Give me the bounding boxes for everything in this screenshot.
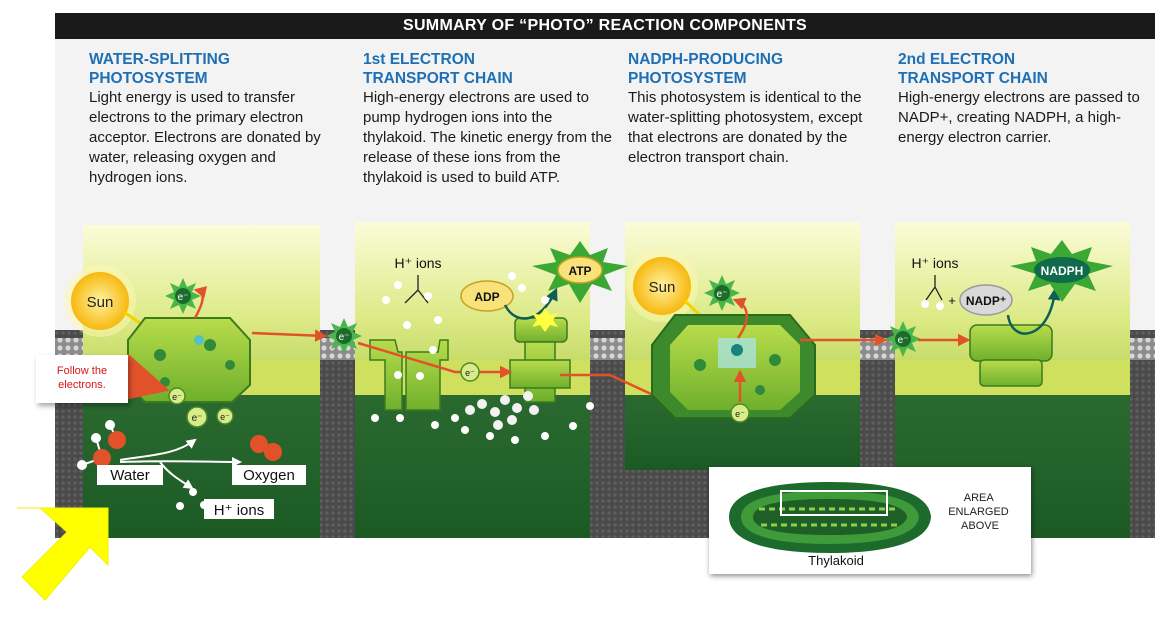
electron-icon: e⁻ (217, 408, 233, 424)
electron-star-icon: e⁻ (326, 318, 362, 354)
sun-icon: Sun (64, 265, 136, 337)
yellow-pointer-arrow-icon (17, 508, 108, 600)
nadp-badge: NADP⁺ (960, 285, 1012, 315)
electron-label: e⁻ (192, 413, 203, 424)
thylakoid-caption: Thylakoid (808, 553, 864, 568)
hydrogen-ion-icon (921, 300, 929, 308)
nadp-label: NADP⁺ (966, 294, 1006, 308)
follow-electrons-callout: Follow the electrons. (36, 355, 128, 403)
electron-label: e⁻ (172, 392, 182, 402)
enlarged-area-note-line: ABOVE (961, 520, 999, 532)
h-ions-label: H⁺ ions (214, 502, 264, 519)
hydrogen-ion-icon (176, 502, 184, 510)
thylakoid-icon (729, 482, 931, 553)
enlarged-area-note: AREA ENLARGED ABOVE (948, 492, 1012, 532)
electron-label: e⁻ (178, 292, 189, 303)
hydrogen-ion-icon (936, 302, 944, 310)
plus-sign: + (948, 293, 956, 308)
panel-2-stroma (355, 395, 590, 538)
hydrogen-ion-icon (189, 488, 197, 496)
sun-icon: Sun (626, 250, 698, 322)
h-ions-label: H⁺ ions (911, 255, 958, 271)
oxygen-label: Oxygen (243, 467, 295, 484)
electron-label: e⁻ (465, 368, 475, 378)
electron-label: e⁻ (339, 332, 350, 343)
atp-label: ATP (568, 264, 591, 278)
nadph-reductase-complex (970, 325, 1052, 386)
electron-icon: e⁻ (461, 363, 479, 381)
water-label: Water (110, 467, 149, 484)
electron-icon: e⁻ (187, 407, 207, 427)
electron-label: e⁻ (735, 409, 745, 419)
sun-label: Sun (649, 279, 676, 296)
enlarged-area-note-line: AREA (964, 492, 995, 504)
electron-icon: e⁻ (169, 388, 185, 404)
enlarged-area-note-line: ENLARGED (948, 506, 1009, 518)
electron-star-icon: e⁻ (885, 321, 921, 357)
nadph-label: NADPH (1041, 264, 1084, 278)
oxygen-release-arrow (120, 461, 240, 462)
electron-label: e⁻ (220, 412, 230, 422)
adp-label: ADP (474, 290, 499, 304)
electron-icon: e⁻ (731, 404, 749, 422)
electron-label: e⁻ (717, 289, 728, 300)
electron-star-icon: e⁻ (704, 275, 740, 311)
thylakoid-inset-drawing: Thylakoid AREA ENLARGED ABOVE (709, 467, 1031, 574)
h-ions-label: H⁺ ions (394, 255, 441, 271)
electron-label: e⁻ (898, 335, 909, 346)
photosystem-complex (652, 315, 815, 418)
thylakoid-inset: Thylakoid AREA ENLARGED ABOVE (709, 467, 1031, 574)
sun-label: Sun (87, 294, 114, 311)
electron-star-icon: e⁻ (165, 278, 201, 314)
